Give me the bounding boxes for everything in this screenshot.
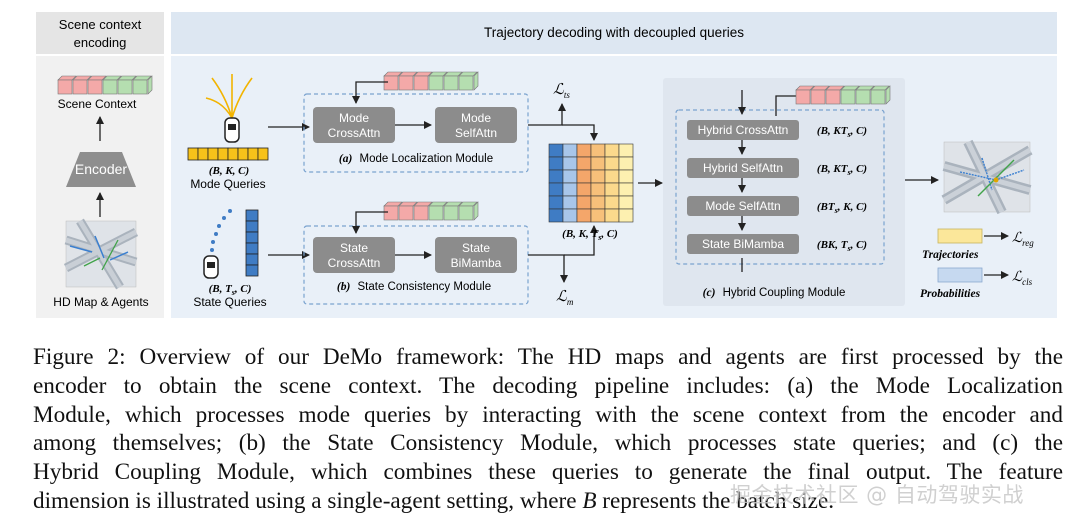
tensor-dims: (B, K, Ts, C) (562, 228, 618, 242)
mode-selfattn-label-2: SelfAttn (455, 126, 497, 140)
encoding-title-line1: Scene context (59, 17, 142, 32)
caption-line: Module, which processes mode queries by … (33, 401, 1063, 428)
caption-last-line: dimension is illustrated using a single-… (33, 487, 835, 514)
framework-diagram: Scene context encoding Trajectory decodi… (36, 12, 1057, 318)
state-query-dims: (B, Ts, C) (209, 283, 252, 297)
probabilities-label: Probabilities (920, 288, 981, 300)
mode-selfattn-label-1: Mode (461, 111, 491, 125)
figure-caption: Figure 2: Overview of our DeMo framework… (33, 343, 1063, 516)
scene-context-tokens (57, 75, 153, 95)
hybrid-block-label: Hybrid SelfAttn (703, 161, 783, 175)
trajectories-label: Trajectories (922, 249, 979, 261)
hybrid-block-label: Mode SelfAttn (705, 199, 780, 213)
caption-var-b: B (582, 487, 597, 514)
decoding-title: Trajectory decoding with decoupled queri… (484, 25, 744, 40)
hybrid-context-tokens (795, 85, 891, 105)
mode-module-label: (a) Mode Localization Module (339, 153, 493, 165)
caption-line: among themselves; (b) the State Consiste… (33, 430, 1063, 457)
output-scene-thumbnail (941, 139, 1033, 215)
caption-line: Hybrid Coupling Module, which combines t… (33, 459, 1063, 486)
scene-context-label: Scene Context (58, 97, 137, 111)
state-module-label: (b) State Consistency Module (337, 281, 491, 293)
mode-queries-label: Mode Queries (190, 177, 265, 191)
caption-line: Figure 2: Overview of our DeMo framework… (33, 344, 1063, 370)
hd-map-thumbnail (63, 218, 139, 290)
watermark: 掘金技术社区 @ 自动驾驶实战 (730, 483, 1024, 507)
hybrid-block (687, 120, 799, 140)
state-consistency-module: State CrossAttn State BiMamba (b) State … (303, 225, 529, 305)
hybrid-block (687, 158, 799, 178)
state-queries-bar (245, 209, 259, 277)
state-context-tokens (383, 201, 479, 221)
mode-crossattn-label-2: CrossAttn (328, 126, 381, 140)
hybrid-block-dims: (B, KTs, C) (817, 163, 867, 177)
hybrid-block-dims: (B, KTs, C) (817, 125, 867, 139)
state-bimamba-label-2: BiMamba (451, 256, 502, 270)
hybrid-block-label: State BiMamba (702, 237, 784, 251)
hybrid-coupling-module: Hybrid CrossAttn (B, KTs, C) Hybrid SelfAt… (663, 78, 905, 306)
mode-context-tokens (383, 71, 479, 91)
state-bimamba-label-1: State (462, 241, 490, 255)
hybrid-block (687, 234, 799, 254)
hybrid-block-label: Hybrid CrossAttn (698, 123, 789, 137)
state-agent-car-icon (203, 209, 232, 279)
hybrid-block (687, 196, 799, 216)
hybrid-block-dims: (BTs, K, C) (817, 201, 867, 215)
hybrid-module-label: (c) Hybrid Coupling Module (703, 287, 846, 299)
encoder-block: Encoder (66, 152, 136, 187)
hybrid-block-dims: (BK, Ts, C) (817, 239, 867, 253)
mode-queries-bar (187, 147, 269, 161)
mode-query-dims: (B, K, C) (209, 165, 249, 177)
encoding-title-line2: encoding (74, 35, 127, 50)
state-crossattn-label-1: State (340, 241, 368, 255)
state-queries-label: State Queries (193, 295, 266, 309)
combined-query-tensor (548, 143, 634, 223)
mode-localization-module: Mode CrossAttn Mode SelfAttn (a) Mode Lo… (303, 93, 529, 173)
hd-map-label: HD Map & Agents (53, 295, 148, 309)
mode-crossattn-label-1: Mode (339, 111, 369, 125)
mode-agent-car-icon (205, 74, 253, 143)
caption-line: encoder to obtain the scene context. The… (33, 372, 1063, 399)
state-crossattn-label-2: CrossAttn (328, 256, 381, 270)
encoder-label: Encoder (75, 161, 127, 177)
